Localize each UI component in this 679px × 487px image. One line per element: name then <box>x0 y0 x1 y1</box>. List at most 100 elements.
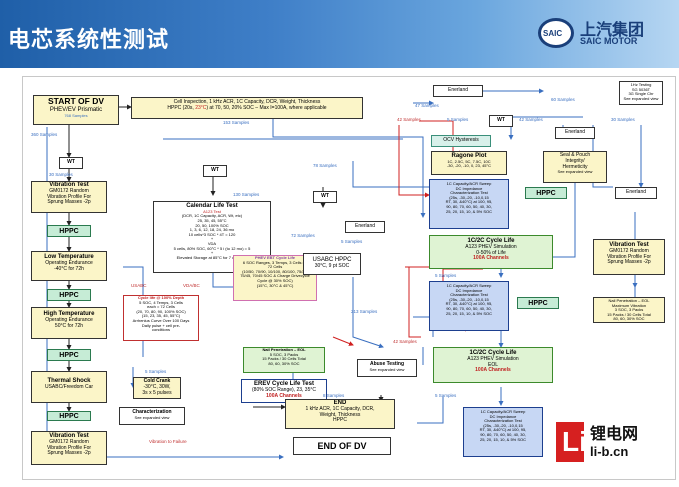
calendar-l8: 5 cells, 80% SOC, 60°C * 5 i (to 12 mo) … <box>173 245 251 251</box>
high-temp-box: High Temperature Operating Endurance 50°… <box>31 307 107 339</box>
vib3-l3: Sprung Masses -2p <box>607 259 651 266</box>
character-sub: See expanded view <box>134 414 170 420</box>
acr3-l3: Characterization Test <box>484 418 522 424</box>
characterization-box: Characterization See expanded view <box>119 407 185 425</box>
hppc-box-6: HPPC <box>525 187 567 199</box>
phev-l4: (10/50, 70/90, 10/100, 80/100, 75/25, <box>242 268 308 274</box>
coldcrank-title: Cold Crank <box>143 378 171 384</box>
calendar-l6: + <box>210 236 214 242</box>
phev-l3: 72 Cells <box>267 264 283 270</box>
samples-60: 60 Samples <box>551 97 575 102</box>
start-samples: 768 Samples <box>64 112 88 118</box>
inspection-line2: HPPC (20s, 23°C) at 70, 50, 20% SOC – Ma… <box>132 104 362 112</box>
vib1-l3: Sprung Masses -2p <box>47 199 91 206</box>
acr1-l1: 1C Capacity/ACR Sweep <box>446 181 492 186</box>
puncture-l4: 15 Packs / 30 Cells Total <box>607 311 651 317</box>
puncture-box: Nail Penetration – EOL Maximum Vibration… <box>593 297 665 323</box>
ocv-hysteresis-box: OCV Hysteresis <box>431 135 491 147</box>
vibration-test-box-2: Vibration Test GM0172 Random Vibration P… <box>31 431 107 465</box>
saic-logo-mark-text: SAIC <box>543 29 563 38</box>
vib2-l2: Vibration Profile For <box>46 444 92 451</box>
nailpen-l3: 15 Packs / 30 Cells Total <box>262 356 306 362</box>
acr1-l2: DC Impedance <box>455 185 483 191</box>
end-title: END <box>333 400 347 406</box>
thermal-l1: USABC/Freedom Car <box>44 383 94 390</box>
acr-sweep-box-3: 1C Capacity/ACR Sweep DC Impedance Chara… <box>463 407 543 457</box>
abuse-testing-box: Abuse Testing See expanded view <box>357 359 417 377</box>
hppc-box-3: HPPC <box>47 349 91 361</box>
cycledepth-l3: each = 72 Cells <box>147 304 175 310</box>
phev-l2: 6 SOC Ranges, 3 Temps, 3 Cells ea <box>242 259 308 265</box>
usabc-l2: 30°C, 9 pt SOC <box>314 262 350 269</box>
hightemp-title: High Temperature <box>43 311 95 317</box>
nailpen-l4: 80, 60, 30% SOC <box>268 360 300 366</box>
start-sub: PHEV/EV Prismatic <box>49 106 103 113</box>
calendar-l4: 1, 3, 6, 12, 18, 24, 36 mo <box>189 227 235 233</box>
nail-pen-box: Nail Penetration – EOL 5 SOC, 3 Packs 15… <box>243 347 325 373</box>
cold-crank-box: Cold Crank -30°C, 30W, 3s x 5 pulses <box>133 377 181 399</box>
cycle2-l2: A123 PHEV Simulation <box>467 355 519 362</box>
samples-153: 153 Samples <box>223 120 250 125</box>
cycledepth-l1: Cycle life @ 100% Depth <box>137 295 185 300</box>
watermark-mark: Li <box>556 422 587 462</box>
hppc-box-2: HPPC <box>47 289 91 301</box>
end-of-dv-box: END OF DV <box>293 437 391 455</box>
saic-logo-mark: SAIC <box>538 18 574 48</box>
vib1-title: Vibration Test <box>49 182 89 188</box>
wt-box-1: WT <box>59 157 83 169</box>
start-of-dv-box: START OF DV PHEV/EV Prismatic 768 Sample… <box>33 95 119 125</box>
hppc-box-5: HPPC <box>517 297 559 309</box>
samples-30b: 30 Samples <box>611 117 635 122</box>
vib1-l1: GM0172 Random <box>49 187 89 194</box>
lowtemp-l2: -40°C for 72h <box>54 265 84 272</box>
cycle-life-box-2: 1C/2C Cycle Life A123 PHEV Simulation EO… <box>433 347 553 383</box>
seal-pouch-box: Seal & Pouch Integrity/ Hermeticity See … <box>543 151 607 183</box>
acr1-l6: 90, 80, 70, 60, 50, 40, 30, <box>446 203 492 209</box>
cycledepth-l5: (15, 23, 35, 45, 55°C) <box>141 313 181 319</box>
calendar-title: Calendar Life Test <box>186 203 238 209</box>
low-temp-box: Low Temperature Operating Endurance -40°… <box>31 251 107 281</box>
erev-l2: (80% SOC Range), 23, 35°C <box>252 386 316 393</box>
watermark-mark-text: Li <box>562 426 587 457</box>
hppc-box-4: HPPC <box>47 411 91 421</box>
acr3-l5: RT, 30, &40°C) at 100, 95, <box>479 427 527 433</box>
usabc-l1: USABC HPPC <box>312 257 352 263</box>
lowtemp-l1: Operating Endurance <box>45 259 93 266</box>
inspection-line2b: 23°C <box>195 104 207 111</box>
ragone-title: Ragone Plot <box>451 153 487 159</box>
acr3-l1: 1C Capacity/ACR Sweep <box>480 409 526 414</box>
samples-130: 130 Samples <box>233 192 260 197</box>
cycle-depth-box: Cycle life @ 100% Depth 5 SOC, 4 Temps, … <box>123 295 199 341</box>
acr3-l4: (25s, -30,-20, -10,0,15 <box>483 422 523 428</box>
samples-213: 213 Samples <box>351 309 378 314</box>
inspection-line1: Cell Inspection, 1 kHz ACR, 1C Capacity,… <box>173 99 321 105</box>
calendar-sub: A123 Test <box>203 208 221 214</box>
vib3-l2: Vibration Profile For <box>606 253 652 260</box>
calendar-l5: 10 cells*3 SOC * 4T = 120 <box>188 231 236 237</box>
samples-5d: 5 Samples <box>435 273 457 278</box>
samples-72: 72 Samples <box>291 233 315 238</box>
vib1-l2: Vibration Profile For <box>46 193 92 200</box>
phev-l5: 75/45, 70/45 SOC & Charge Drivecycle <box>240 273 310 279</box>
acr3-l2: DC Impedance <box>489 413 517 419</box>
acr1-l7: 25, 20, 15, 10, & 5% SOC <box>445 208 493 214</box>
cycle2-l3: EOL <box>487 361 498 368</box>
cycledepth-l7: Daily pulse + cell pre- <box>141 322 181 328</box>
phev-l1: PHEV EBT Cycle Life <box>254 255 295 260</box>
end-l1: 1 kHz ACR, 1C Capacity, DCR, <box>305 405 375 412</box>
cell-inspection-box: Cell Inspection, 1 kHz ACR, 1C Capacity,… <box>131 97 363 119</box>
watermark-cn: 锂电网 <box>590 424 639 443</box>
samples-5e: 5 Samples <box>435 393 457 398</box>
calendar-l9: + <box>210 250 214 256</box>
character-title: Characterization <box>132 409 172 415</box>
lowtemp-title: Low Temperature <box>44 254 94 260</box>
cycle2-l4: 100A Channels <box>475 367 511 374</box>
test-flow-diagram: START OF DV PHEV/EV Prismatic 768 Sample… <box>22 76 676 480</box>
erev-l3: 100A Channels <box>266 392 302 399</box>
samples-47: 47 Samples <box>415 103 439 108</box>
hppc-box-1: HPPC <box>47 225 91 237</box>
acr-sweep-box-2: 1C Capacity/ACR Sweep DC Impedance Chara… <box>429 281 509 331</box>
thermal-shock-box: Thermal Shock USABC/Freedom Car <box>31 371 107 403</box>
calendar-l10: Elevated Storage at 85°C for 7 days = 5 <box>176 254 248 260</box>
label-usabc: USABC <box>131 283 147 288</box>
